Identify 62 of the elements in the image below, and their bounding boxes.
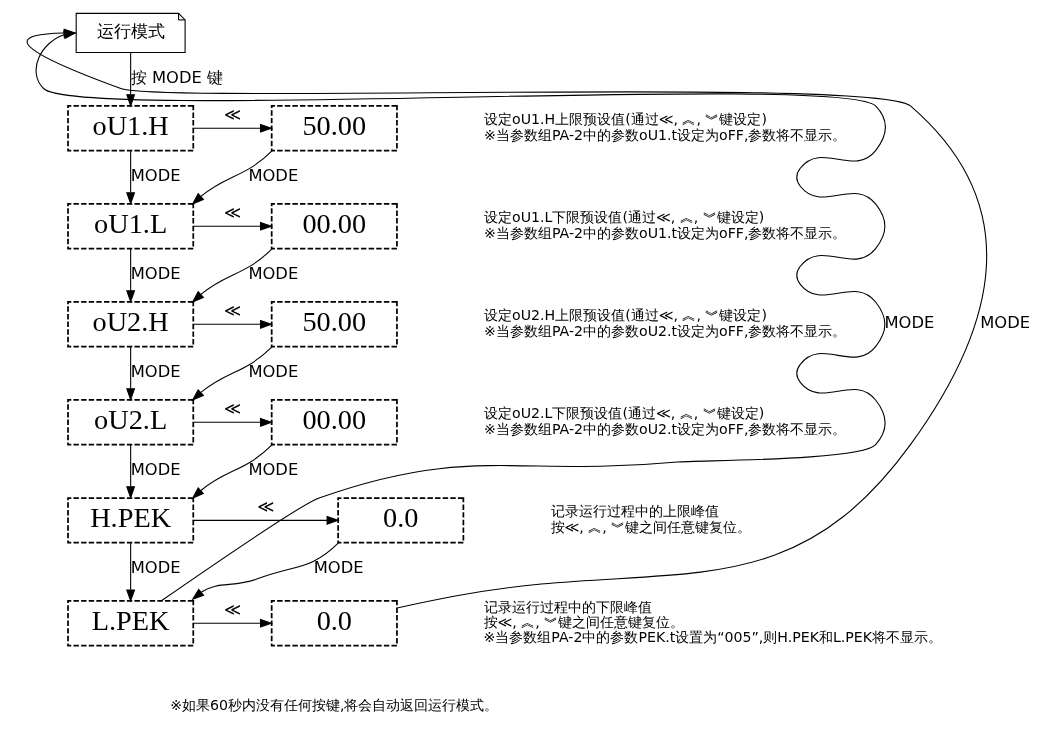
edge-label: MODE <box>247 459 298 479</box>
edge-label: MODE <box>979 312 1030 332</box>
node-label: 按≪, ︽, ︾键之间任意键复位。 <box>550 518 751 535</box>
edge-label: 按 MODE 键 <box>130 67 223 87</box>
arrow <box>192 515 340 525</box>
node-box: 50.00 <box>270 300 398 347</box>
arrow <box>125 247 135 303</box>
node-label: ※当参数组PA-2中的参数oU1.t设定为oFF,参数将不显示。 <box>483 224 846 241</box>
edge-label: MODE <box>247 165 298 185</box>
arrow <box>125 149 135 205</box>
arrow <box>190 541 339 600</box>
edge-label: MODE <box>247 361 298 381</box>
arrow <box>191 149 273 205</box>
arrow <box>125 345 135 401</box>
arrow <box>125 51 135 107</box>
edge-label: ≪ <box>223 599 241 619</box>
edge-label: MODE <box>130 165 181 185</box>
label: ※如果60秒内没有任何按键,将会自动返回运行模式。 <box>169 696 498 713</box>
node-box: oU1.L <box>66 202 194 249</box>
arrow <box>192 319 273 329</box>
node-box: 0.0 <box>336 496 464 544</box>
edge-label: ≪ <box>223 104 241 124</box>
edge-label: ≪ <box>256 496 274 516</box>
edge-label: MODE <box>130 361 181 381</box>
node-box: oU2.L <box>66 398 194 445</box>
edge-label: ≪ <box>223 300 241 320</box>
arrow <box>191 345 273 401</box>
node-label: ※当参数组PA-2中的参数oU2.t设定为oFF,参数将不显示。 <box>483 420 846 437</box>
node-label: 按≪, ︽, ︾键之间任意键复位。 <box>483 613 684 630</box>
node-label: 设定oU1.L下限预设值(通过≪, ︽, ︾键设定) <box>483 208 764 225</box>
edge-label: MODE <box>247 263 298 283</box>
node-box: oU2.H <box>66 300 194 347</box>
node-box: oU1.H <box>66 104 194 151</box>
edge-label: ≪ <box>223 202 241 222</box>
arrow <box>191 443 273 499</box>
node-label: 设定oU1.H上限预设值(通过≪, ︽, ︾键设定) <box>483 110 767 127</box>
arrow <box>192 221 273 231</box>
arrow <box>192 417 273 427</box>
node-label: ※当参数组PA-2中的参数PEK.t设置为“005”,则H.PEK和L.PEK将不显示。 <box>483 628 942 645</box>
node-box: 0.0 <box>270 599 398 646</box>
edge-label: ≪ <box>223 398 241 418</box>
node-label: 记录运行过程中的下限峰值 <box>483 598 652 615</box>
edge-label: MODE <box>313 557 364 577</box>
arrow <box>192 123 273 133</box>
edge-label: MODE <box>130 557 181 577</box>
node-box: L.PEK <box>66 599 194 646</box>
arrow <box>192 618 273 628</box>
node-label: 设定oU2.L下限预设值(通过≪, ︽, ︾键设定) <box>483 404 764 421</box>
arrow <box>191 247 273 303</box>
node-box: 00.00 <box>270 202 398 249</box>
node-label: ※当参数组PA-2中的参数oU1.t设定为oFF,参数将不显示。 <box>483 126 846 143</box>
node-box: H.PEK <box>66 496 194 544</box>
node-label: 记录运行过程中的上限峰值 <box>550 502 719 519</box>
arrow <box>125 443 135 499</box>
edge-label: MODE <box>130 459 181 479</box>
edge-label: MODE <box>883 312 934 332</box>
node-label: 设定oU2.H上限预设值(通过≪, ︽, ︾键设定) <box>483 306 767 323</box>
node-box: 00.00 <box>270 398 398 445</box>
node-label: ※当参数组PA-2中的参数oU2.t设定为oFF,参数将不显示。 <box>483 322 846 339</box>
arrow <box>125 541 135 602</box>
edge-label: MODE <box>130 263 181 283</box>
node-box: 50.00 <box>270 104 398 151</box>
